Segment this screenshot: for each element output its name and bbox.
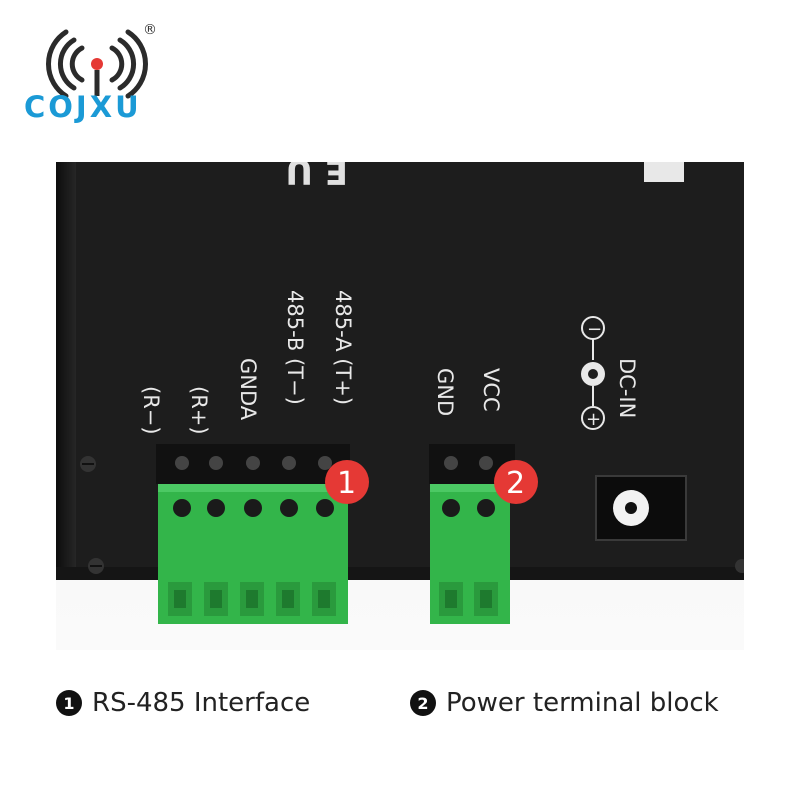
pin-label-r-plus: (R+) [187, 386, 211, 435]
caption-number-1: 1 [56, 690, 82, 716]
brand-name: COJXU [24, 90, 142, 124]
product-photo: E U (R−) (R+) GNDA 485-B (T−) 485-A (T+)… [56, 162, 744, 650]
power-pin-labels: GND VCC [433, 368, 503, 416]
marker-2-label: 2 [506, 466, 525, 501]
polarity-plus: + [586, 409, 601, 430]
wireless-signal-icon [46, 29, 148, 99]
caption-power: 2 Power terminal block [410, 683, 719, 723]
pin-label-r-minus: (R−) [139, 386, 163, 435]
pin-label-485a: 485-A (T+) [331, 290, 355, 405]
dc-in-label: DC-IN [615, 358, 639, 418]
rs485-pin-labels: (R−) (R+) GNDA 485-B (T−) 485-A (T+) [139, 290, 355, 435]
pin-label-gnd: GND [433, 368, 457, 416]
pin-label-gnda: GNDA [236, 358, 260, 421]
dc-in-polarity-symbol: − + DC-IN [581, 316, 639, 430]
caption-rs485: 1 RS-485 Interface [56, 683, 310, 723]
registered-mark: ® [143, 22, 157, 38]
pin-label-485b: 485-B (T−) [283, 290, 307, 405]
screw-icon [80, 456, 744, 574]
caption-text-rs485: RS-485 Interface [92, 688, 311, 718]
rs485-terminal-block [158, 484, 348, 624]
pin-label-vcc: VCC [479, 368, 503, 412]
svg-text:E U: E U [285, 162, 348, 191]
marker-2: 2 [494, 460, 538, 504]
caption-text-power: Power terminal block [446, 688, 719, 718]
caption-number-2: 2 [410, 690, 436, 716]
marker-1: 1 [325, 460, 369, 504]
dc-power-jack [595, 475, 687, 541]
marker-1-label: 1 [337, 466, 356, 501]
polarity-minus: − [587, 319, 602, 340]
power-terminal-block [430, 484, 510, 624]
